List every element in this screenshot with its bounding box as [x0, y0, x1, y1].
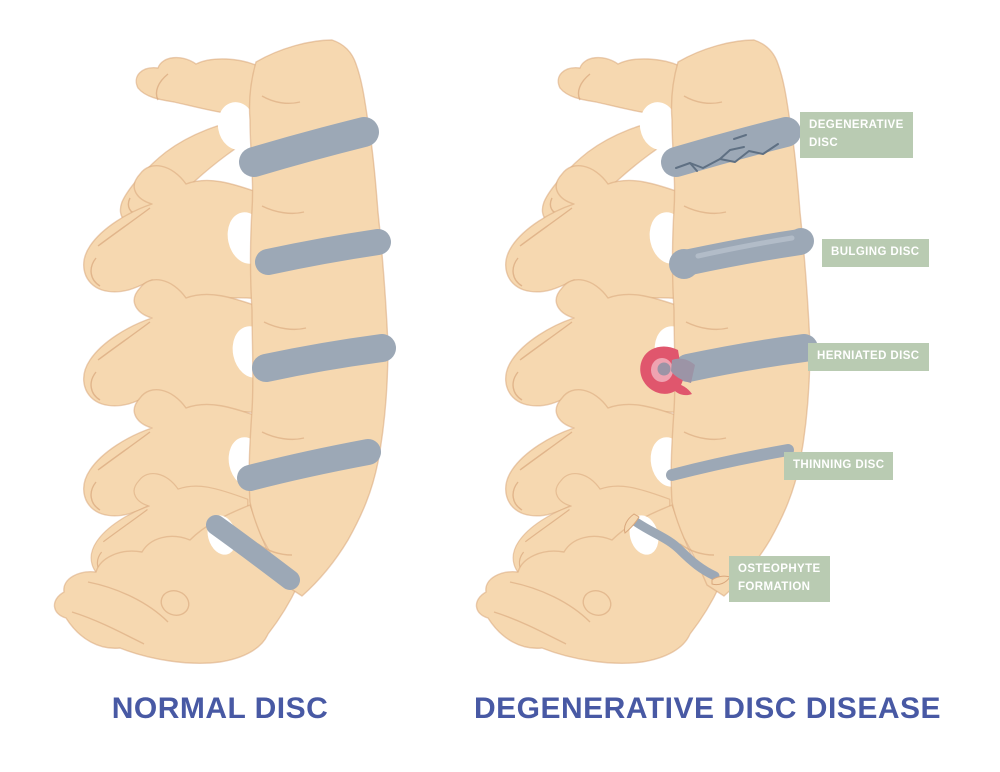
osteophyte-formation — [624, 513, 731, 586]
label-line: BULGING DISC — [831, 246, 920, 258]
thinning-disc — [666, 444, 794, 481]
bulging-disc — [669, 228, 814, 279]
label-line: DISC — [809, 136, 839, 149]
herniated-disc — [640, 347, 804, 396]
hernia-core — [657, 362, 671, 376]
normal-disc-title: NORMAL DISC — [111, 692, 329, 725]
diseased-spine — [476, 40, 814, 663]
label-osteophyte-formation: OSTEOPHYTE FORMATION — [729, 556, 830, 602]
degenerative-disc-disease-title: DEGENERATIVE DISC DISEASE — [473, 692, 942, 725]
label-line: THINNING DISC — [793, 459, 885, 471]
label-herniated-disc: HERNIATED DISC — [808, 343, 929, 371]
bone-spur — [624, 513, 640, 534]
label-line: DEGENERATIVE — [809, 119, 904, 131]
label-line: OSTEOPHYTE — [738, 563, 821, 575]
disc-cracks — [675, 134, 779, 172]
label-degenerative-disc: DEGENERATIVE DISC — [800, 112, 913, 158]
label-bulging-disc: BULGING DISC — [822, 239, 929, 267]
label-line: HERNIATED DISC — [817, 350, 920, 362]
label-thinning-disc: THINNING DISC — [784, 452, 894, 480]
normal-spine — [54, 40, 388, 663]
label-line: FORMATION — [738, 580, 811, 593]
degenerative-disc — [676, 132, 786, 171]
